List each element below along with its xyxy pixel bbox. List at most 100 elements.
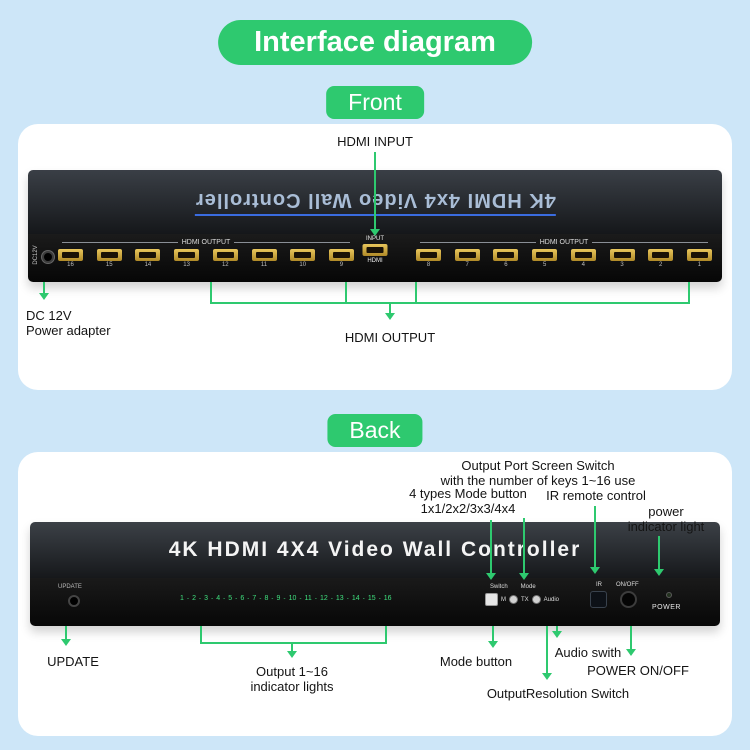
front-panel: HDMI INPUT 4K HDMI 4x4 Video Wall Contro…	[18, 124, 732, 390]
dc-power-port	[42, 251, 54, 263]
indicator-dash: -	[283, 595, 286, 602]
indicator-bracket-tick-1	[200, 626, 202, 642]
mode-types-callout: 4 types Mode button 1x1/2x2/3x3/4x4	[348, 486, 588, 516]
hdmi-port: 1	[686, 249, 712, 268]
ir-label: IR	[596, 582, 602, 588]
hdmi-port: 11	[251, 249, 277, 268]
indicator-bracket-tick-2	[385, 626, 387, 642]
mode-button	[485, 593, 498, 606]
power-indicator-arrow	[654, 536, 664, 576]
power-indicator-callout: power indicator light	[606, 504, 726, 534]
indicator-dash: -	[378, 595, 381, 602]
audio-switch-callout: Audio swith	[554, 645, 622, 660]
dc-port-label: DC12V	[33, 245, 39, 265]
indicator-number: 13	[335, 595, 344, 602]
indicator-dash: -	[330, 595, 333, 602]
indicator-number: 16	[383, 595, 392, 602]
hdmi-port: 5	[532, 249, 558, 268]
hdmi-port: 8	[416, 249, 441, 268]
output-bracket-bar	[210, 302, 690, 304]
back-section-label: Back	[327, 414, 423, 447]
back-panel: Output Port Screen Switch with the numbe…	[18, 452, 732, 736]
cluster-labels: Switch Mode	[490, 584, 603, 590]
indicator-arrow	[287, 642, 297, 658]
indicator-number: 14	[351, 595, 360, 602]
left-group-label: HDMI OUTPUT	[181, 239, 231, 246]
update-port-label: UPDATE	[58, 584, 82, 590]
indicator-number: 11	[304, 595, 312, 602]
dc-arrow	[39, 282, 49, 300]
indicator-dash: -	[271, 595, 274, 602]
screen-switch-line2: with the number of keys 1~16 use	[440, 473, 636, 488]
indicator-callout-line2: indicator lights	[250, 679, 334, 694]
power-indicator-line2: indicator light	[627, 519, 705, 534]
back-device-face: UPDATE 1-2-3-4-5-6-7-8-9-10-11-12-13-14-…	[30, 578, 720, 626]
screen-switch-line1: Output Port Screen Switch	[461, 458, 615, 473]
ir-remote-callout: IR remote control	[546, 488, 646, 503]
switch-label: Switch	[490, 584, 508, 590]
dc-callout-line2: Power adapter	[26, 323, 111, 338]
audio-button	[531, 595, 541, 604]
indicator-number: 1	[180, 595, 184, 602]
tx-key-label: TX	[521, 596, 529, 603]
update-callout: UPDATE	[47, 654, 99, 669]
power-button	[620, 591, 637, 608]
dc-callout-line1: DC 12V	[26, 308, 72, 323]
back-device-top: 4K HDMI 4X4 Video Wall Controller	[30, 522, 720, 578]
input-label-bottom: HDMI	[367, 258, 383, 264]
mode-types-line1: 4 types Mode button	[409, 486, 527, 501]
hdmi-input-arrow	[370, 152, 380, 236]
indicator-strip: 1-2-3-4-5-6-7-8-9-10-11-12-13-14-15-16	[180, 595, 392, 602]
hdmi-port: 16	[58, 249, 83, 268]
hdmi-output-arrow	[385, 302, 395, 320]
indicator-dash: -	[235, 595, 238, 602]
update-port	[68, 595, 80, 607]
indicator-number: 2	[192, 595, 196, 602]
button-cluster: Switch Mode M TX Audio	[485, 584, 603, 606]
indicator-number: 6	[240, 595, 245, 602]
hdmi-port: 4	[570, 249, 596, 268]
right-group-label: HDMI OUTPUT	[539, 239, 589, 246]
audio-switch-arrow	[552, 626, 562, 638]
indicator-number: 12	[319, 595, 328, 602]
mode-types-arrow	[486, 520, 496, 580]
indicator-dash: -	[259, 595, 262, 602]
indicator-dash: -	[223, 595, 226, 602]
dc-callout: DC 12V Power adapter	[26, 308, 156, 338]
ir-remote-arrow	[590, 506, 600, 574]
page-title: Interface diagram	[218, 20, 532, 65]
hdmi-port: 14	[135, 249, 161, 268]
hdmi-port: 7	[454, 249, 480, 268]
indicator-dash: -	[299, 595, 302, 602]
hdmi-port: 13	[174, 249, 200, 268]
screen-switch-callout: Output Port Screen Switch with the numbe…	[388, 458, 688, 488]
right-group-label-line: HDMI OUTPUT	[416, 239, 712, 246]
hdmi-port: 3	[609, 249, 635, 268]
hdmi-port: 9	[328, 249, 354, 268]
indicator-number: 8	[264, 595, 269, 602]
indicator-callout: Output 1~16 indicator lights	[212, 664, 372, 694]
left-group-label-line: HDMI OUTPUT	[58, 239, 354, 246]
cluster-row: M TX Audio	[485, 593, 603, 606]
power-onoff-arrow	[626, 626, 636, 656]
output-resolution-arrow	[542, 626, 552, 680]
indicator-number: 7	[252, 595, 257, 602]
indicator-number: 4	[216, 595, 221, 602]
hdmi-port: 2	[648, 249, 674, 268]
hdmi-port: 6	[493, 249, 519, 268]
hdmi-port: 10	[290, 249, 316, 268]
indicator-dash: -	[362, 595, 365, 602]
update-arrow	[61, 626, 71, 646]
indicator-callout-line1: Output 1~16	[256, 664, 328, 679]
indicator-dash: -	[199, 595, 202, 602]
mode-button-arrow	[488, 626, 498, 648]
indicator-number: 5	[228, 595, 233, 602]
mode-button-callout: Mode button	[439, 654, 513, 669]
output-bracket-tick-1	[210, 282, 212, 302]
output-resolution-callout: OutputResolution Switch	[486, 686, 630, 701]
hdmi-port: 12	[212, 249, 238, 268]
